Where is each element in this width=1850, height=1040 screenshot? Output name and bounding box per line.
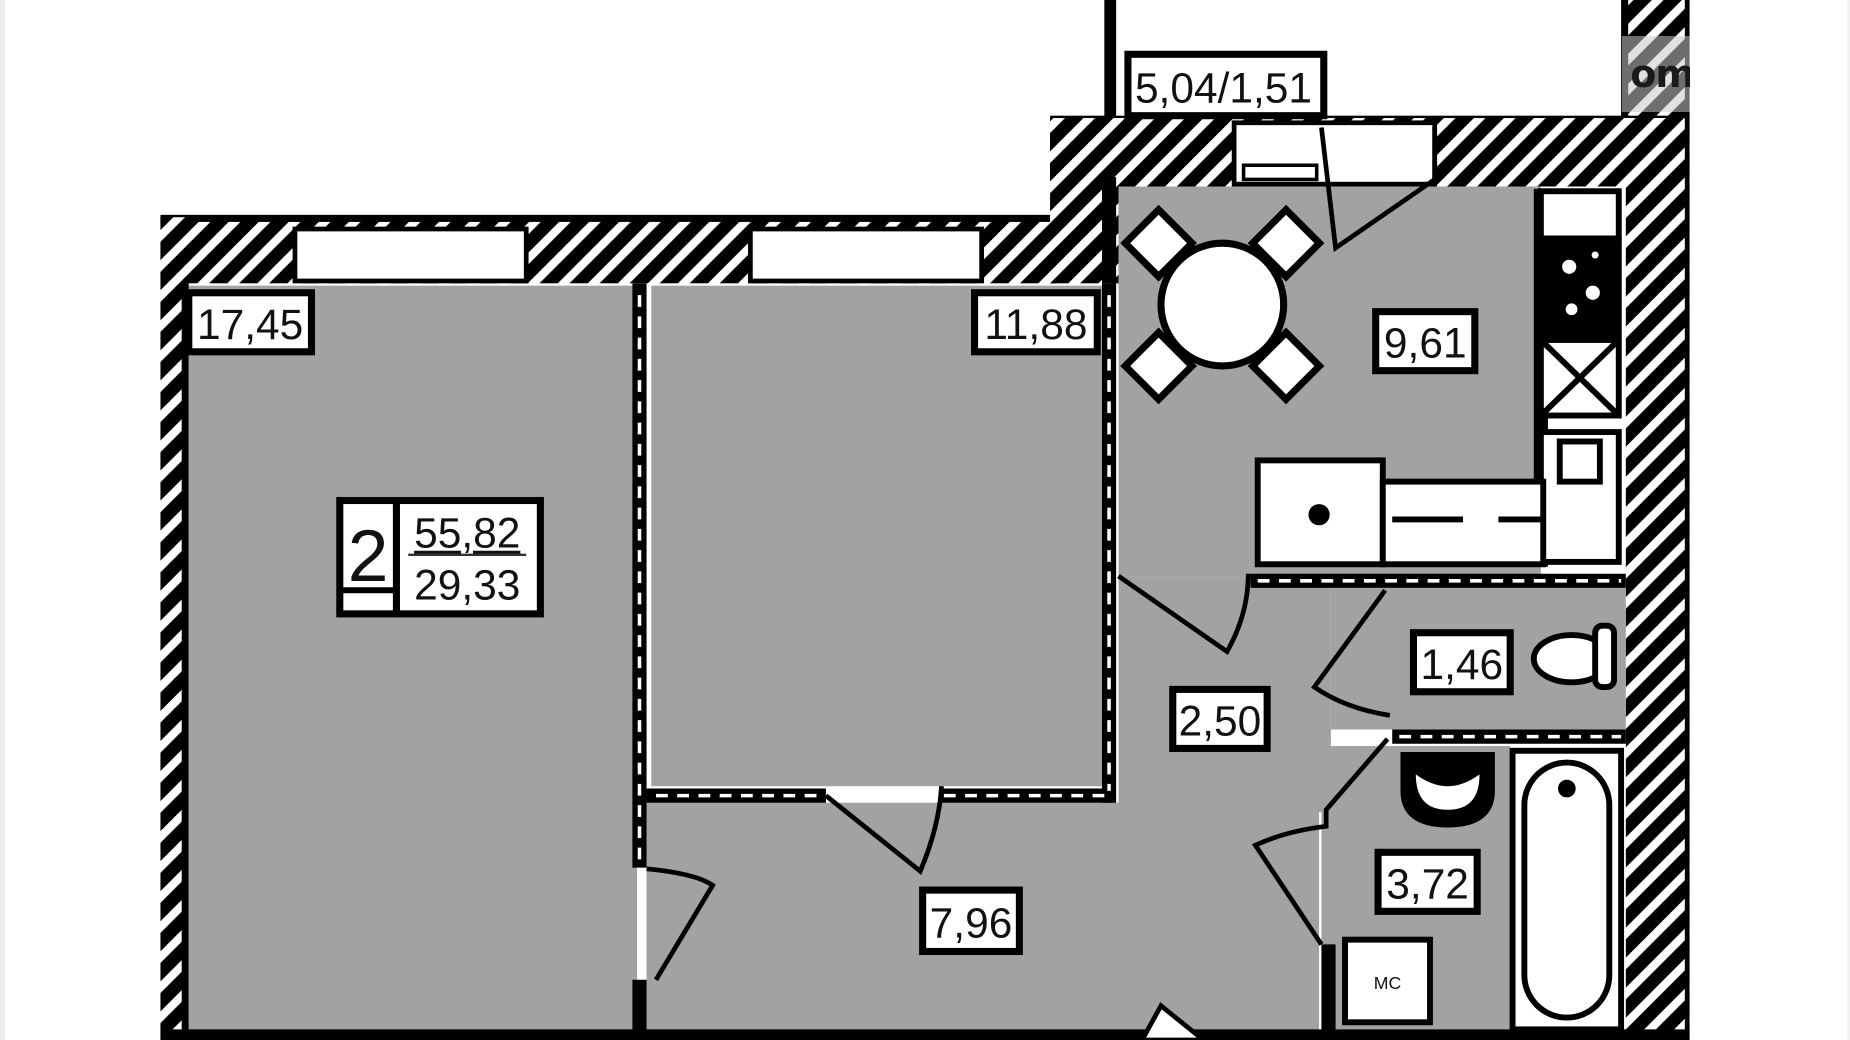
watermark: om <box>1622 36 1690 112</box>
bathtub-icon <box>1509 747 1625 1033</box>
stove-burners-icon <box>1562 251 1600 316</box>
viewer-right-edge <box>1847 0 1850 1040</box>
toilet-icon <box>1530 622 1617 690</box>
door-swings <box>646 127 1438 982</box>
living-room-area-label: 17,45 <box>197 302 303 349</box>
rooms-count: 2 <box>348 515 389 597</box>
dining-table-icon <box>1120 204 1325 405</box>
room-labels: 5,04/1,51 17,45 11,88 9,61 2,50 1,46 3,7… <box>185 50 1514 956</box>
mc-label: МС <box>1374 973 1402 993</box>
floors <box>188 186 1626 1040</box>
interior-wall-dashes <box>637 295 1622 868</box>
bathroom-area-label: 3,72 <box>1386 861 1469 908</box>
sink-drain-icon <box>1308 504 1330 526</box>
bedroom-area-label: 11,88 <box>984 302 1087 349</box>
radiator-icon <box>1563 488 1602 544</box>
hallway-area-label: 7,96 <box>930 900 1013 947</box>
viewer-left-edge <box>0 0 5 1040</box>
kitchen-area-label: 9,61 <box>1384 321 1467 368</box>
entrance-door <box>1139 1002 1208 1040</box>
windows <box>292 120 1438 284</box>
watermark-text: om <box>1630 52 1690 96</box>
bottom-wall <box>160 1029 1690 1040</box>
living-area: 29,33 <box>414 563 520 610</box>
washbasin-icon <box>1400 751 1495 828</box>
corridor-area-label: 2,50 <box>1179 698 1262 745</box>
total-area: 55,82 <box>414 511 520 558</box>
balcony-area-label: 5,04/1,51 <box>1135 66 1312 113</box>
toilet-area-label: 1,46 <box>1421 642 1504 689</box>
apartment-summary: 2 55,82 29,33 <box>336 496 544 618</box>
mc-box <box>1342 936 1433 1026</box>
